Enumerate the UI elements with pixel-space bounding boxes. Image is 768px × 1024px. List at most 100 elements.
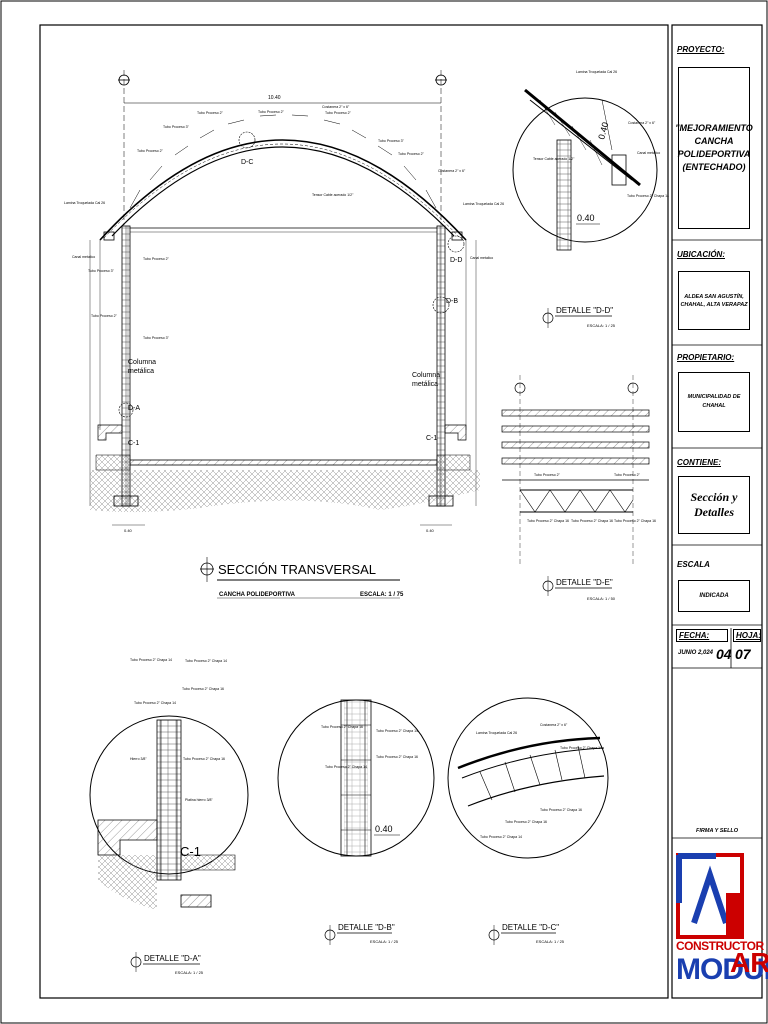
label-lamina-right: Lamina Troquelada Cal 26 (463, 202, 504, 206)
label-tubo-3-d: Tubo Proceso 3" (143, 336, 170, 340)
db-dim: 0.40 (375, 824, 393, 834)
label-tubo-2-f: Tubo Proceso 2" (143, 257, 170, 261)
de-scale: ESCALA: 1 / 50 (587, 596, 616, 601)
da-label-pletina: Platina hierro 3/8" (185, 798, 213, 802)
hoja-label: HOJA: (736, 631, 761, 640)
label-tubo-2-e: Tubo Proceso 2" (398, 152, 425, 156)
marker-dd: D-D (450, 257, 462, 264)
proyecto-line-3: POLIDEPORTIVA (677, 149, 751, 159)
label-tubo-2-b: Tubo Proceso 2" (258, 110, 285, 114)
fecha-label-box: FECHA: (676, 629, 728, 642)
marker-c1-left: C-1 (128, 440, 139, 447)
dc-label-tubo-a: Tubo Proceso 2" Chapa 14 (560, 746, 602, 750)
main-scale: ESCALA: 1 / 75 (360, 592, 404, 598)
marker-da: D-A (128, 405, 140, 412)
ubicacion-line-1: ALDEA SAN AGUSTÍN, (684, 293, 744, 300)
de-label-tubo-a: Tubo Proceso 2" (534, 473, 561, 477)
contiene-line-1: Sección y (690, 490, 738, 504)
detail-de: Tubo Proceso 2" Tubo Proceso 2" Tubo Pro… (501, 375, 656, 601)
constructor-modular-logo: CONSTRUCTOR MODUL AR (674, 851, 768, 995)
marker-db: D-B (446, 298, 458, 305)
proyecto-line-2: CANCHA (694, 136, 734, 146)
propietario-line-2: CHAHAL (702, 403, 726, 409)
db-label-tubo-a: Tubo Proceso 2" Chapa 16 (321, 725, 363, 729)
dc-scale: ESCALA: 1 / 25 (536, 939, 565, 944)
span-dimension: 10.40 (268, 95, 281, 101)
detail-dc: Lamina Troquelada Cal 26 Costanera 2" x … (447, 697, 609, 945)
axis-marker-left (118, 70, 130, 225)
detail-db: 0.40 Tubo Proceso 2" Chapa 16 Tubo Proce… (277, 699, 435, 945)
label-columna-right: Columna (412, 372, 440, 379)
de-label-tubo-c: Tubo Proceso 2" Chapa 16 (527, 519, 569, 523)
label-tubo-2-a: Tubo Proceso 2" (197, 111, 224, 115)
escala-label: ESCALA (677, 560, 710, 569)
dc-label-tubo-d: Tubo Proceso 2" Chapa 14 (480, 835, 522, 839)
db-title: DETALLE "D-B" (338, 923, 395, 932)
db-label-tubo-c: Tubo Proceso 2" Chapa 16 (376, 755, 418, 759)
propietario-box: MUNICIPALIDAD DE CHAHAL (678, 372, 750, 432)
detail-da: C-1 Tubo Proceso 2" Chapa 14 Tubo Proces… (89, 658, 249, 975)
axis-marker-right (435, 70, 447, 225)
label-tubo-3-c: Tubo Proceso 3" (88, 269, 115, 273)
da-label-tubo-e: Tubo Proceso 2" Chapa 16 (183, 757, 225, 761)
dd-dim: 0.40 (577, 213, 595, 223)
propietario-label: PROPIETARIO: (677, 353, 735, 362)
label-tubo-2-d: Tubo Proceso 2" (137, 149, 164, 153)
logo-word-2: MODUL (676, 953, 768, 986)
dc-label-costanera: Costanera 2" x 6" (540, 723, 568, 727)
main-title: SECCIÓN TRANSVERSAL (218, 562, 376, 577)
dc-label-lamina: Lamina Troquelada Cal 26 (476, 731, 517, 735)
label-tubo-3-a: Tubo Proceso 3" (163, 125, 190, 129)
dc-title: DETALLE "D-C" (502, 923, 559, 932)
contiene-label: CONTIENE: (677, 458, 721, 467)
logo-mark-icon (674, 851, 744, 939)
da-title: DETALLE "D-A" (144, 954, 201, 963)
label-costanera-a: Costanera 2" x 6" (322, 105, 350, 109)
proyecto-box: "MEJORAMIENTO CANCHA POLIDEPORTIVA (ENTE… (675, 67, 753, 229)
right-base-dim: 0.40 (426, 528, 435, 533)
main-subtitle: CANCHA POLIDEPORTIVA (219, 592, 296, 598)
dd-scale: ESCALA: 1 / 25 (587, 323, 616, 328)
label-metalica-left: metálica (128, 368, 154, 375)
left-base-dim: 0.40 (124, 528, 133, 533)
main-section: 10.40 (64, 70, 504, 599)
dd-label-canal: Canal metalico (637, 151, 660, 155)
hoja-label-box: HOJA: (733, 629, 761, 642)
hoja-total: 07 (735, 646, 751, 662)
label-costanera-b: Costanera 2" x 6" (438, 169, 466, 173)
dd-label-tensor: Tensor Cable acerado 1/2" (533, 157, 575, 161)
proyecto-line-1: "MEJORAMIENTO (675, 123, 753, 133)
da-label-hierro: Hierro 3/8" (130, 757, 147, 761)
da-scale: ESCALA: 1 / 25 (175, 970, 204, 975)
escala-value: INDICADA (699, 593, 729, 599)
label-tubo-2-g: Tubo Proceso 2" (91, 314, 118, 318)
de-label-tubo-b: Tubo Proceso 2" (614, 473, 641, 477)
fecha-label: FECHA: (679, 631, 710, 640)
firma-label: FIRMA Y SELLO (696, 828, 739, 834)
label-canal-left: Canal metalico (72, 255, 95, 259)
da-label-tubo-a: Tubo Proceso 2" Chapa 14 (130, 658, 172, 662)
detail-dd: 0.40 0.40 Lamina Troquelada Cal 26 Costa… (512, 70, 669, 328)
dd-title: DETALLE "D-D" (556, 306, 613, 315)
dd-label-lamina: Lamina Troquelada Cal 26 (576, 70, 617, 74)
marker-dc: D-C (241, 159, 253, 166)
hoja-num: 04 (716, 646, 732, 662)
contiene-box: Sección y Detalles (678, 476, 750, 534)
db-scale: ESCALA: 1 / 25 (370, 939, 399, 944)
logo-word-3: AR (730, 947, 768, 978)
proyecto-label: PROYECTO: (677, 45, 725, 54)
de-label-tubo-d: Tubo Proceso 2" Chapa 16 (571, 519, 613, 523)
dd-dim-rotated: 0.40 (596, 121, 610, 141)
label-canal-right: Canal metalico (470, 256, 493, 260)
label-columna-left: Columna (128, 359, 156, 366)
label-metalica-right: metálica (412, 381, 438, 388)
da-label-tubo-d: Tubo Proceso 2" Chapa 14 (134, 701, 176, 705)
dc-label-tubo-b: Tubo Proceso 2" Chapa 16 (540, 808, 582, 812)
logo-word-1: CONSTRUCTOR (676, 939, 764, 953)
dd-label-tubo: Tubo Proceso 2" Chapa 14 (627, 194, 669, 198)
proyecto-line-4: (ENTECHADO) (682, 162, 746, 172)
propietario-line-1: MUNICIPALIDAD DE (687, 394, 741, 400)
ubicacion-line-2: CHAHAL, ALTA VERAPAZ (680, 301, 748, 308)
label-tubo-3-b: Tubo Proceso 3" (378, 139, 405, 143)
